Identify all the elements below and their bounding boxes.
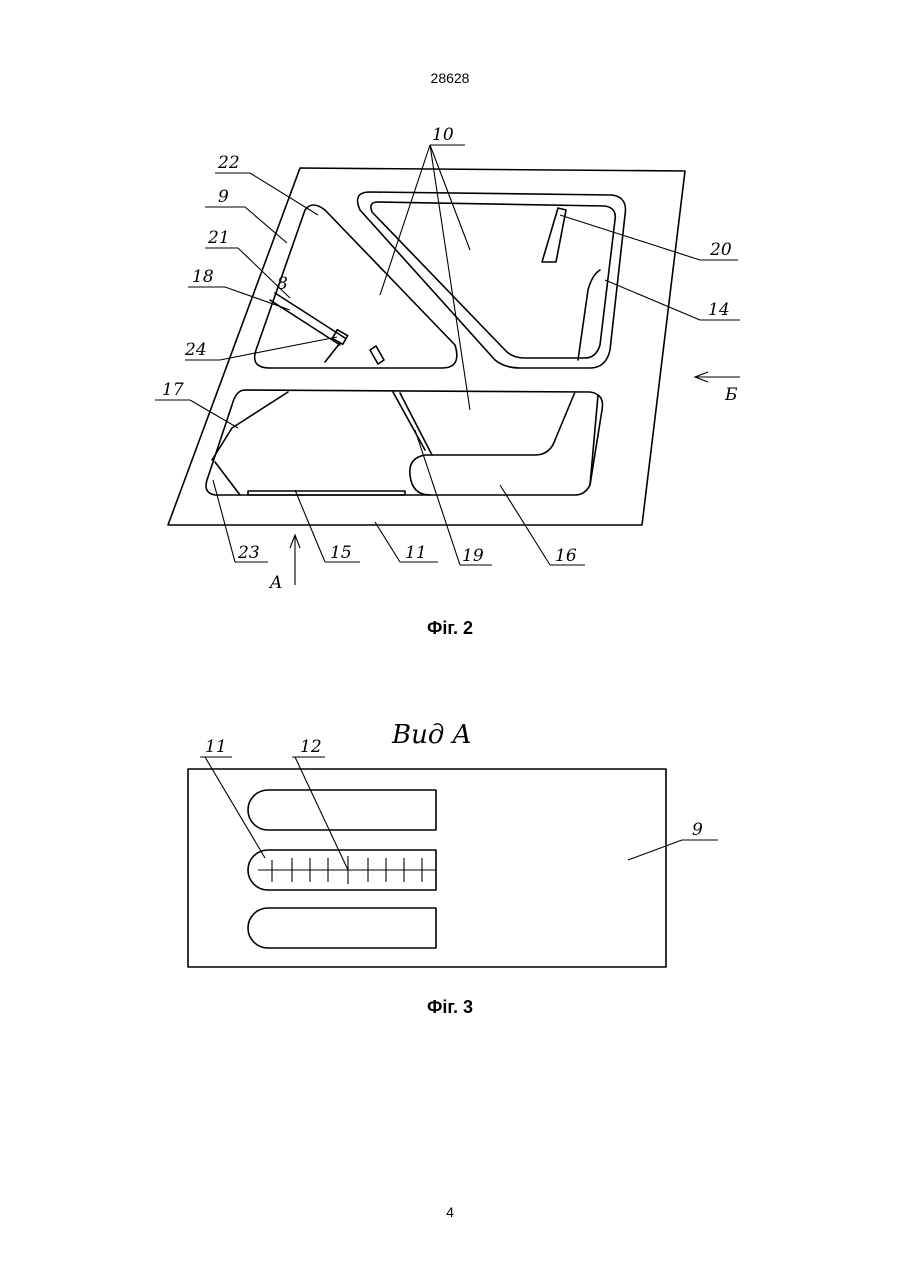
label-24: 24 bbox=[184, 340, 207, 360]
small-bar bbox=[370, 346, 384, 364]
label-15: 15 bbox=[330, 543, 352, 563]
upper-frame-inner bbox=[371, 202, 615, 358]
label-10: 10 bbox=[432, 125, 454, 145]
slot-bottom bbox=[248, 908, 436, 948]
line-19a bbox=[393, 392, 425, 450]
label-18: 18 bbox=[192, 267, 214, 287]
figure-2-caption: Фіг. 2 bbox=[0, 618, 900, 639]
label-22: 22 bbox=[217, 153, 240, 173]
label-17: 17 bbox=[162, 380, 184, 400]
plate-outline bbox=[168, 168, 685, 525]
line-19b bbox=[400, 393, 432, 455]
label-B: Б bbox=[724, 385, 738, 405]
arrow-B bbox=[695, 372, 740, 382]
line-23 bbox=[215, 462, 240, 495]
label-20: 20 bbox=[709, 240, 732, 260]
fig3-label-12: 12 bbox=[300, 737, 322, 757]
line-24-down bbox=[325, 343, 340, 362]
view-title: Вид A bbox=[391, 720, 471, 750]
leader-lines bbox=[155, 145, 740, 565]
label-14: 14 bbox=[708, 300, 730, 320]
label-19: 19 bbox=[462, 546, 484, 566]
lower-diagonal bbox=[212, 392, 288, 460]
slot-16 bbox=[410, 392, 575, 495]
label-11: 11 bbox=[405, 543, 427, 563]
label-16: 16 bbox=[555, 546, 577, 566]
figure-2-drawing: 10 22 9 21 8 18 24 17 20 14 Б 23 A 15 11… bbox=[0, 110, 900, 600]
label-8: 8 bbox=[277, 274, 288, 294]
figure-3-drawing: Вид A 11 12 9 bbox=[0, 715, 900, 985]
label-9: 9 bbox=[218, 187, 229, 207]
fold-14 bbox=[578, 270, 600, 360]
fig3-label-9: 9 bbox=[692, 820, 703, 840]
figure-3-caption: Фіг. 3 bbox=[0, 997, 900, 1018]
plate-rect bbox=[188, 769, 666, 967]
label-A: A bbox=[268, 573, 282, 593]
label-23: 23 bbox=[237, 543, 260, 563]
document-number: 28628 bbox=[0, 70, 900, 86]
label-21: 21 bbox=[207, 228, 230, 248]
scale-12 bbox=[258, 856, 436, 884]
fig3-label-11: 11 bbox=[205, 737, 227, 757]
strip-15 bbox=[248, 491, 405, 495]
fig3-leaders bbox=[200, 757, 718, 870]
arrow-A bbox=[290, 535, 300, 585]
page-number: 4 bbox=[0, 1204, 900, 1220]
upper-frame-outer bbox=[358, 192, 626, 368]
strip-18b bbox=[275, 293, 345, 338]
slot-top bbox=[248, 790, 436, 830]
